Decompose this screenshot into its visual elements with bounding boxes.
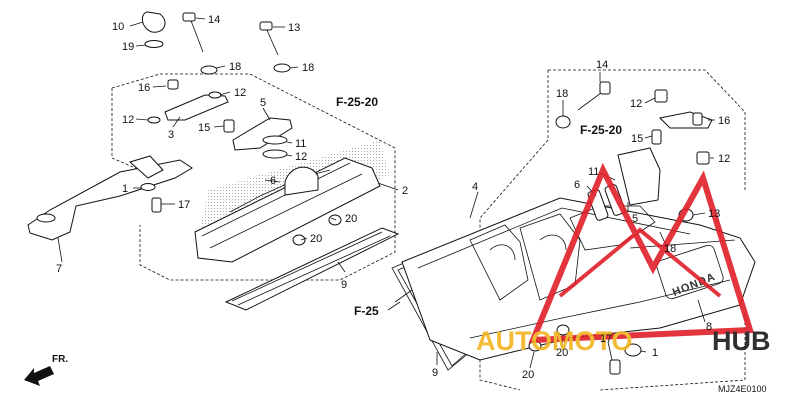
callout-16: 16 — [138, 82, 150, 94]
callout-2: 2 — [402, 185, 408, 197]
callout-19: 19 — [122, 41, 134, 53]
watermark-triangle-icon — [528, 162, 755, 344]
automotohub-watermark: AUTOMOTO HUB — [476, 162, 771, 356]
callout-5: 5 — [260, 97, 266, 109]
callout-15: 15 — [631, 133, 643, 145]
reference-f-25: F-25 — [354, 304, 379, 318]
callout-20: 20 — [310, 233, 322, 245]
callout-12: 12 — [295, 151, 307, 163]
callout-11: 11 — [588, 166, 599, 178]
callout-14: 14 — [596, 59, 608, 71]
callout-18: 18 — [556, 88, 568, 100]
reference-f-25-20-right: F-25-20 — [580, 123, 622, 137]
callout-14: 14 — [208, 14, 220, 26]
callout-1: 1 — [652, 347, 658, 359]
callout-20: 20 — [556, 347, 568, 359]
callout-13: 13 — [288, 22, 300, 34]
callout-9: 9 — [341, 279, 347, 291]
callout-12: 12 — [234, 87, 246, 99]
callout-7: 7 — [56, 263, 62, 275]
callout-18: 18 — [229, 61, 241, 73]
callout-20: 20 — [522, 369, 534, 381]
callout-6: 6 — [270, 175, 276, 187]
callout-8: 8 — [706, 321, 712, 333]
callout-12: 12 — [122, 114, 134, 126]
callout-6: 6 — [574, 179, 580, 191]
callout-16: 16 — [718, 115, 730, 127]
callout-20: 20 — [345, 213, 357, 225]
callout-15: 15 — [198, 122, 210, 134]
callout-12: 12 — [630, 98, 642, 110]
callout-11: 11 — [295, 138, 306, 150]
callout-10: 10 — [112, 21, 124, 33]
callout-5: 5 — [632, 213, 638, 225]
front-direction-indicator: FR. — [24, 354, 68, 386]
callout-3: 3 — [168, 129, 174, 141]
callout-18: 18 — [302, 62, 314, 74]
callout-12: 12 — [718, 153, 730, 165]
callout-13: 13 — [708, 208, 720, 220]
callout-4: 4 — [472, 181, 478, 193]
callout-18: 18 — [664, 243, 676, 255]
diagram-part-code: MJZ4E0100 — [718, 384, 767, 394]
left-leader-lines — [57, 17, 399, 273]
callout-1: 1 — [122, 183, 128, 195]
watermark-text-automoto: AUTOMOTO — [476, 326, 633, 356]
left-cylinder-head-cover-assembly — [27, 11, 400, 311]
front-label: FR. — [52, 354, 68, 365]
callout-numbers: 10 19 14 18 13 18 16 12 12 3 15 5 11 12 … — [56, 14, 730, 381]
front-arrow-icon — [24, 366, 54, 386]
callout-9: 9 — [432, 367, 438, 379]
watermark-text-hub: HUB — [712, 326, 771, 356]
reference-f-25-20-left: F-25-20 — [336, 95, 378, 109]
callout-17: 17 — [178, 199, 190, 211]
callout-17: 17 — [600, 333, 612, 345]
